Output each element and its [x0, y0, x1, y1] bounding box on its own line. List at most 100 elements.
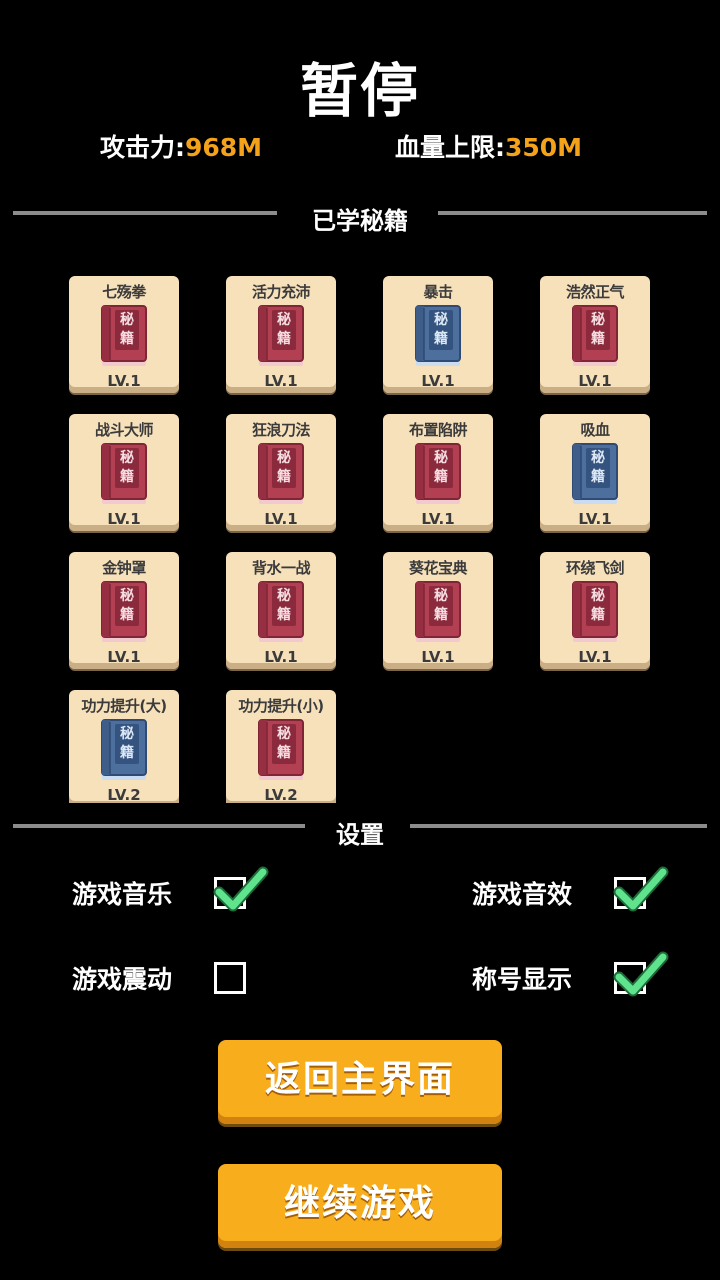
setting-label-vibration: 游戏震动: [72, 965, 173, 994]
skill-name: 浩然正气: [565, 283, 625, 301]
book-cover-text: 秘: [277, 312, 291, 328]
divider-right: [410, 824, 707, 828]
skill-name: 战斗大师: [94, 421, 154, 439]
book-cover-text: 秘: [591, 588, 605, 604]
attack-stat: 攻击力:968M: [100, 128, 262, 164]
book-cover-text: 籍: [277, 745, 291, 761]
skills-section-title: 已学秘籍: [312, 207, 408, 235]
checkmark-icon: [613, 951, 669, 997]
skill-level: LV.1: [578, 510, 612, 528]
book-cover-text: 籍: [434, 607, 448, 623]
skill-level: LV.1: [578, 648, 612, 666]
skill-card[interactable]: 七殇拳秘籍 LV.1: [69, 276, 179, 393]
book-cover-text: 秘: [591, 312, 605, 328]
skill-card[interactable]: 吸血秘籍 LV.1: [540, 414, 650, 531]
skill-name: 活力充沛: [251, 283, 311, 301]
title-display-checkbox[interactable]: [613, 951, 669, 997]
setting-label-title-display: 称号显示: [472, 965, 573, 994]
book-cover-text: 秘: [434, 312, 448, 328]
book-cover-text: 籍: [277, 607, 291, 623]
secret-book-icon: 秘籍: [414, 580, 462, 644]
skill-card[interactable]: 狂浪刀法秘籍 LV.1: [226, 414, 336, 531]
book-cover-text: 籍: [277, 331, 291, 347]
book-cover-text: 秘: [120, 312, 134, 328]
skill-card[interactable]: 金钟罩秘籍 LV.1: [69, 552, 179, 669]
book-cover-text: 秘: [120, 588, 134, 604]
skill-name: 七殇拳: [102, 283, 146, 301]
skill-level: LV.1: [107, 648, 141, 666]
book-cover-text: 籍: [591, 331, 605, 347]
secret-book-icon: 秘籍: [100, 718, 148, 782]
secret-book-icon: 秘籍: [571, 304, 619, 368]
hp-label: 血量上限:: [395, 133, 505, 162]
secret-book-icon: 秘籍: [257, 304, 305, 368]
skill-name: 金钟罩: [102, 559, 146, 577]
vibration-checkbox[interactable]: [214, 962, 246, 994]
book-cover-text: 籍: [120, 469, 134, 485]
page-title: 暂停: [299, 57, 420, 125]
book-cover-text: 秘: [277, 450, 291, 466]
settings-section-title: 设置: [336, 821, 384, 849]
skill-name: 吸血: [580, 421, 610, 439]
book-cover-text: 籍: [434, 469, 448, 485]
secret-book-icon: 秘籍: [257, 718, 305, 782]
skill-card[interactable]: 战斗大师秘籍 LV.1: [69, 414, 179, 531]
return-main-menu-button[interactable]: 返回主界面: [218, 1040, 502, 1124]
skill-card[interactable]: 活力充沛秘籍 LV.1: [226, 276, 336, 393]
skill-name: 暴击: [423, 283, 453, 301]
book-cover-text: 籍: [120, 745, 134, 761]
book-cover-text: 秘: [434, 588, 448, 604]
secret-book-icon: 秘籍: [414, 442, 462, 506]
book-cover-text: 籍: [120, 607, 134, 623]
skill-card[interactable]: 环绕飞剑秘籍 LV.1: [540, 552, 650, 669]
checkmark-icon: [613, 866, 669, 912]
skill-name: 狂浪刀法: [251, 421, 311, 439]
hp-stat: 血量上限:350M: [395, 128, 582, 164]
skill-level: LV.1: [264, 372, 298, 390]
secret-book-icon: 秘籍: [100, 304, 148, 368]
skill-card[interactable]: 暴击秘籍 LV.1: [383, 276, 493, 393]
book-cover-text: 秘: [591, 450, 605, 466]
skill-level: LV.2: [107, 786, 141, 803]
book-cover-text: 秘: [434, 450, 448, 466]
book-cover-text: 秘: [120, 726, 134, 742]
book-cover-text: 籍: [120, 331, 134, 347]
skill-level: LV.1: [421, 648, 455, 666]
skill-name: 葵花宝典: [408, 559, 468, 577]
book-cover-text: 籍: [434, 331, 448, 347]
divider-left: [13, 211, 277, 215]
music-checkbox[interactable]: [213, 866, 269, 912]
checkmark-icon: [213, 866, 269, 912]
secret-book-icon: 秘籍: [100, 580, 148, 644]
hp-value: 350M: [505, 133, 583, 162]
setting-label-sfx: 游戏音效: [472, 880, 573, 909]
divider-right: [438, 211, 707, 215]
secret-book-icon: 秘籍: [571, 580, 619, 644]
skill-name: 环绕飞剑: [565, 559, 625, 577]
sfx-checkbox[interactable]: [613, 866, 669, 912]
skill-card[interactable]: 功力提升(大) 秘籍 LV.2: [69, 690, 179, 803]
skill-card[interactable]: 葵花宝典秘籍 LV.1: [383, 552, 493, 669]
secret-book-icon: 秘籍: [414, 304, 462, 368]
skill-level: LV.1: [107, 372, 141, 390]
attack-value: 968M: [185, 133, 263, 162]
setting-label-music: 游戏音乐: [72, 880, 173, 909]
skill-name: 功力提升(大): [81, 697, 167, 715]
book-cover-text: 秘: [120, 450, 134, 466]
skill-level: LV.1: [421, 372, 455, 390]
book-cover-text: 秘: [277, 726, 291, 742]
skill-level: LV.1: [107, 510, 141, 528]
continue-game-button[interactable]: 继续游戏: [218, 1164, 502, 1248]
secret-book-icon: 秘籍: [257, 442, 305, 506]
secret-book-icon: 秘籍: [571, 442, 619, 506]
skill-level: LV.1: [264, 510, 298, 528]
book-cover-text: 籍: [277, 469, 291, 485]
attack-label: 攻击力:: [100, 133, 185, 162]
secret-book-icon: 秘籍: [257, 580, 305, 644]
skill-level: LV.1: [421, 510, 455, 528]
